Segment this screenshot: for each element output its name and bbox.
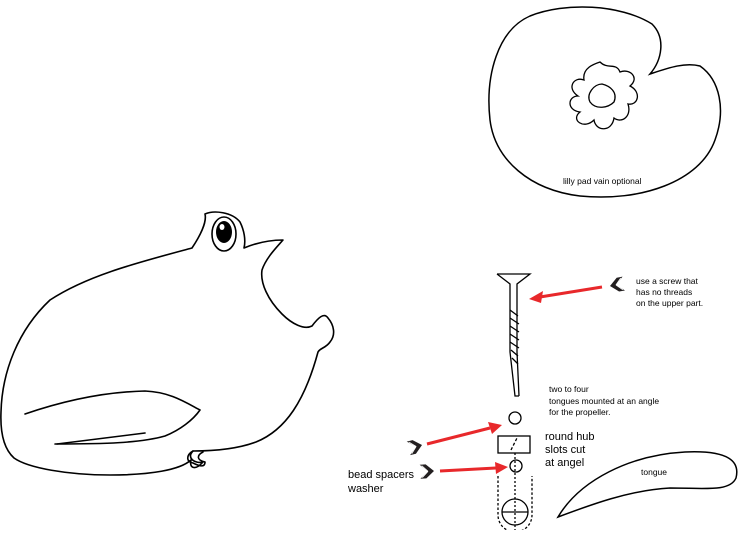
red-arrow-icon (418, 462, 508, 480)
frog-body-outline (0, 211, 335, 476)
flower-icon (569, 61, 638, 130)
frog-leg-line-1 (24, 390, 201, 445)
hub-label-line-1: round hub (545, 431, 595, 443)
screw-note-line-2: has no threads (636, 287, 693, 297)
tongues-note-line-3: for the propeller. (549, 407, 611, 417)
hub-label-line-2: slots cut (545, 444, 586, 456)
hub-drawing (497, 411, 533, 533)
screw-note-line-3: on the upper part. (636, 298, 704, 308)
frog-leg-line-2 (56, 432, 146, 445)
frog-eye (211, 216, 237, 252)
tongue-label: tongue (641, 467, 667, 477)
screw-drawing (496, 273, 532, 397)
bead-label-line-1: bead spacers (348, 469, 415, 481)
red-arrow-icon (529, 276, 627, 303)
hub-label-line-3: at angel (545, 457, 585, 469)
frog-drawing (0, 211, 335, 476)
tongues-note-line-1: two to four (549, 384, 589, 394)
bead-label-line-2: washer (348, 483, 384, 495)
tongues-note-line-2: tongues mounted at an angle (549, 396, 660, 406)
lily-pad-label: lilly pad vain optional (563, 176, 642, 186)
lily-pad-drawing (488, 6, 722, 198)
frog-toes (186, 450, 206, 467)
screw-note-line-1: use a screw that (636, 276, 698, 286)
tongue-blade-drawing (556, 451, 738, 519)
red-arrow-icon (405, 422, 502, 456)
